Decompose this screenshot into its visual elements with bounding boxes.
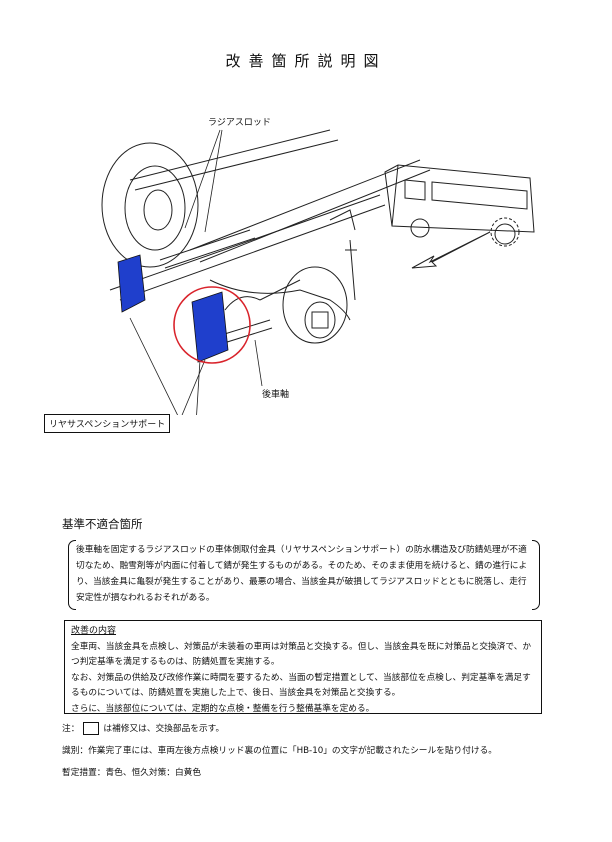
note-prefix: 注： [62, 724, 80, 734]
note-row: 注： は補修又は、交換部品を示す。 [62, 721, 224, 735]
identification-text: 識別：作業完了車には、車両左後方点検リッド裏の位置に「HB-10」の文字が記載さ… [62, 746, 497, 756]
note-text: は補修又は、交換部品を示す。 [103, 724, 225, 734]
right-bracket [532, 540, 540, 610]
bus-inset [384, 164, 535, 247]
radius-rod-drawing [159, 229, 256, 269]
improvement-line: 全車両、当該金具を点検し、対策品が未装着の車両は対策品と交換する。但し、当該金具… [71, 641, 532, 668]
improvement-line: さらに、当該部位については、定期的な点検・整備を行う整備基準を定める。 [71, 703, 375, 714]
nonconformity-text: 後車軸を固定するラジアスロッドの車体側取付金具（リヤサスペンションサポート）の防… [76, 545, 528, 603]
red-highlight-circle [173, 286, 251, 364]
left-bracket [68, 540, 76, 610]
page-title: 改善箇所説明図 [225, 52, 387, 70]
label-radius-rod: ラジアスロッド [208, 118, 271, 128]
nonconformity-heading: 基準不適合箇所 [62, 517, 143, 531]
label-rear-axle: 後車軸 [262, 390, 290, 400]
improvement-line: なお、対策品の供給及び改修作業に時間を要するため、当面の暫定措置として、当該部位… [71, 672, 531, 699]
pointer-arrow [411, 231, 491, 269]
suspension-illustration [101, 129, 535, 415]
highlighted-part-shapes [117, 254, 229, 363]
right-support-bracket [191, 291, 229, 363]
repair-part-swatch [83, 722, 100, 735]
interim-measure-text: 暫定措置：青色、恒久対策：白黄色 [62, 768, 201, 778]
rear-axle-drawing [209, 279, 351, 321]
nonconformity-box: 後車軸を固定するラジアスロッドの車体側取付金具（リヤサスペンションサポート）の防… [68, 540, 540, 610]
label-rear-suspension-support: リヤサスペンションサポート [44, 414, 171, 433]
improvement-box: 改善の内容 全車両、当該金具を点検し、対策品が未装着の車両は対策品と交換する。但… [64, 620, 542, 714]
left-support-bracket [117, 254, 146, 313]
rear-wheel-drawing [101, 142, 199, 268]
improvement-heading: 改善の内容 [71, 626, 117, 636]
